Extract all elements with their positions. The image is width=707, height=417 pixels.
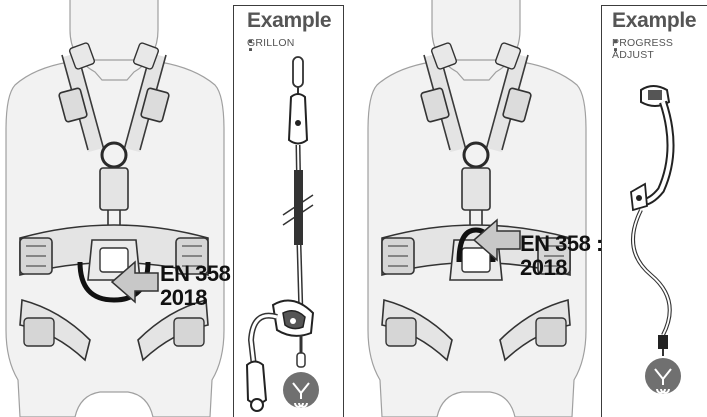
example-title: Example : xyxy=(247,9,343,57)
attachment-symbol-icon xyxy=(283,372,319,408)
example-product-name: GRILLON xyxy=(247,37,295,49)
example-product-name: PROGRESS ADJUST xyxy=(612,37,673,61)
standard-label-right: EN 358 : 2018 xyxy=(520,232,603,280)
standard-label-left: EN 358 : 2018 xyxy=(160,262,243,310)
grillon-lanyard-illustration xyxy=(233,55,344,415)
harness-illustration-lateral-attachment xyxy=(362,0,592,417)
harness-illustration-ventral-attachment xyxy=(0,0,230,417)
progress-adjust-lanyard-illustration xyxy=(601,80,707,410)
attachment-symbol-icon xyxy=(645,358,681,394)
